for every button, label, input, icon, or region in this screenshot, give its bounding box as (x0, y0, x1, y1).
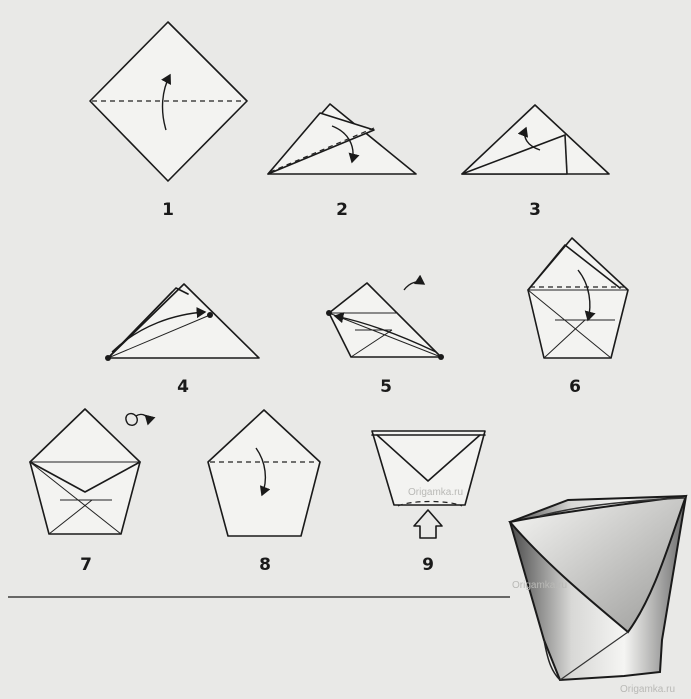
step-2-diagram (268, 104, 416, 174)
step-1-diagram (90, 22, 247, 181)
step-number-8: 8 (245, 555, 285, 575)
step-number-9: 9 (408, 555, 448, 575)
step-4-diagram (105, 284, 259, 361)
step-number-6: 6 (555, 377, 595, 397)
step-8-diagram (208, 410, 320, 536)
step-7-diagram (30, 409, 148, 534)
watermark-text: Origamka.ru (408, 487, 463, 498)
step-number-4: 4 (163, 377, 203, 397)
step-number-7: 7 (66, 555, 106, 575)
watermark-text: Origamka.ru (512, 580, 567, 591)
step-number-1: 1 (148, 200, 188, 220)
step-number-2: 2 (322, 200, 362, 220)
step-3-diagram (462, 105, 609, 174)
step-6-diagram (528, 238, 628, 358)
step-number-5: 5 (366, 377, 406, 397)
step-5-diagram (326, 282, 444, 360)
watermark-text: Origamka.ru (620, 684, 675, 695)
step-number-3: 3 (515, 200, 555, 220)
step-9-diagram (372, 431, 485, 538)
